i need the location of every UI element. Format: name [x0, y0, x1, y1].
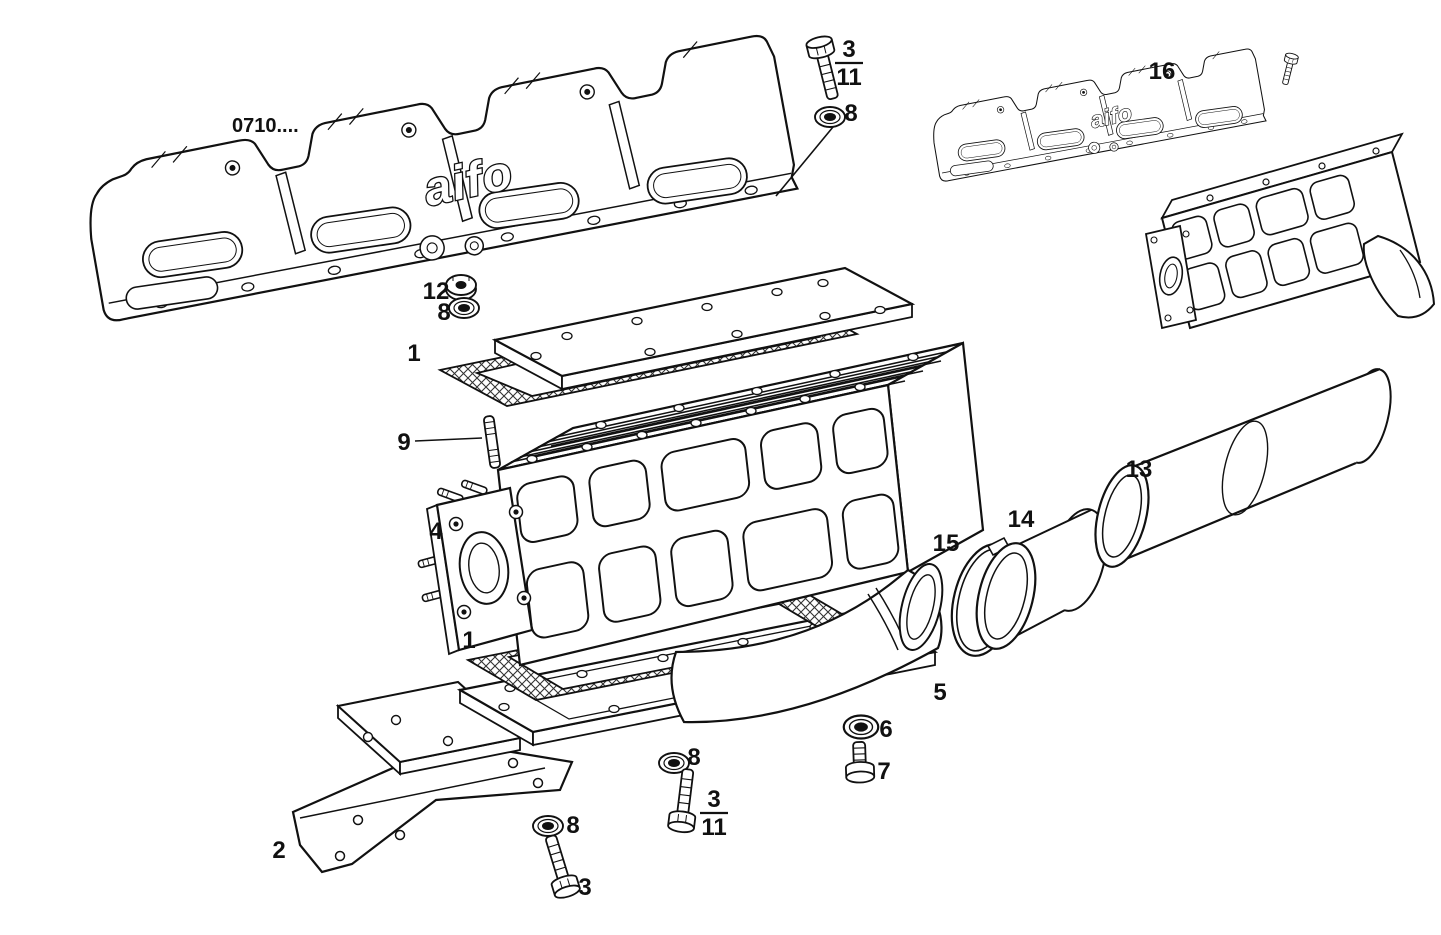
svg-text:8: 8: [566, 812, 579, 839]
part-label-washer-mid: 8: [687, 744, 700, 771]
part-label-gasket-upper: 1: [407, 340, 420, 367]
part-label-flange-4: 4: [429, 518, 443, 545]
top-plate: [491, 266, 916, 391]
svg-text:8: 8: [844, 100, 857, 127]
svg-text:13: 13: [1126, 456, 1153, 483]
svg-text:14: 14: [1008, 506, 1035, 533]
part-label-bolt-lower-left: 3: [578, 874, 591, 901]
bolt-lower-left: [537, 831, 583, 902]
svg-text:8: 8: [687, 744, 700, 771]
part-label-washer-left: 8: [437, 299, 450, 326]
coupling-flange: [416, 478, 534, 656]
part-label-bracket-2: 2: [272, 837, 285, 864]
part-label-drawing-code: 0710....: [232, 115, 299, 137]
part-label-washer-upper: 8: [844, 100, 857, 127]
assembled-pipe: [1362, 234, 1436, 319]
svg-text:3: 3: [707, 786, 720, 813]
svg-text:7: 7: [877, 758, 890, 785]
leader-lines: [414, 126, 834, 442]
part-label-bolt-7: 7: [877, 758, 890, 785]
assembled-core: [1160, 132, 1422, 330]
washer-bracket: [532, 815, 564, 837]
svg-text:8: 8: [437, 299, 450, 326]
part-label-pipe-5: 5: [933, 679, 946, 706]
part-label-stud-9: 9: [397, 429, 410, 456]
part-label-clamp-15: 15: [933, 530, 960, 557]
svg-text:15: 15: [933, 530, 960, 557]
part-label-nut-12: 12: [423, 278, 450, 305]
svg-text:3: 3: [578, 874, 591, 901]
stud-9: [482, 414, 502, 470]
part-label-bolt-mid: 311: [700, 786, 728, 841]
part-label-hose-13: 13: [1126, 456, 1153, 483]
svg-text:1: 1: [462, 627, 475, 654]
svg-text:4: 4: [429, 518, 443, 545]
connecting-sleeve: [975, 508, 1108, 650]
part-label-bolt-upper: 311: [835, 36, 863, 91]
outlet-pipe: [670, 563, 944, 724]
svg-text:12: 12: [423, 278, 450, 305]
assembled-unit: [926, 45, 1436, 330]
assembled-bolt: [1278, 51, 1300, 87]
svg-text:1: 1: [407, 340, 420, 367]
svg-text:3: 3: [842, 36, 855, 63]
support-bracket: [291, 740, 574, 874]
svg-text:5: 5: [933, 679, 946, 706]
bolt-mid: [666, 766, 702, 835]
assembled-flange: [1144, 224, 1198, 330]
svg-text:2: 2: [272, 837, 285, 864]
cooler-core: [496, 341, 985, 667]
part-label-washer-bracket: 8: [566, 812, 579, 839]
washer-6: [842, 714, 880, 740]
washer-left: [448, 297, 480, 319]
svg-text:9: 9: [397, 429, 410, 456]
part-label-washer-6: 6: [879, 716, 892, 743]
bolt-7: [844, 740, 876, 784]
part-label-gasket-lower: 1: [462, 627, 475, 654]
part-label-sleeve-14: 14: [1008, 506, 1035, 533]
svg-text:11: 11: [701, 814, 726, 841]
svg-text:11: 11: [836, 64, 861, 91]
air-hose: [1094, 367, 1392, 568]
svg-text:16: 16: [1149, 58, 1176, 85]
part-label-assembly-16: 16: [1149, 58, 1176, 85]
nut-12: [445, 274, 477, 301]
svg-text:0710....: 0710....: [232, 115, 299, 137]
svg-text:6: 6: [879, 716, 892, 743]
washer-upper: [814, 106, 846, 128]
